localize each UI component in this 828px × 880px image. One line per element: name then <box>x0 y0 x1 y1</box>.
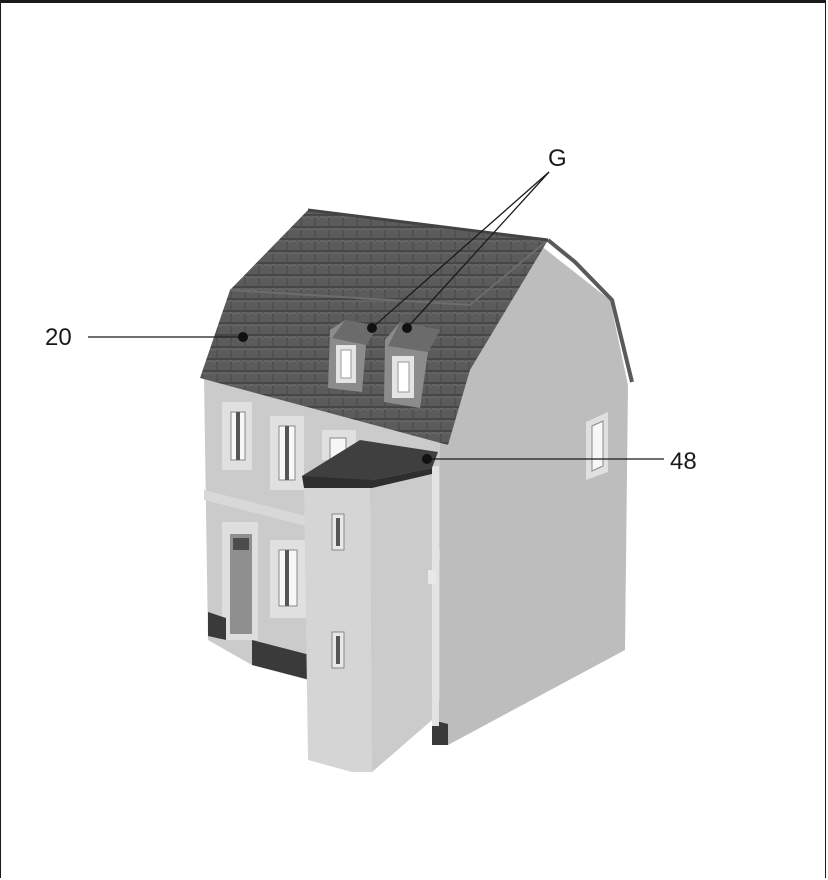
annex <box>304 466 439 772</box>
callout-label-roof: 20 <box>45 324 72 351</box>
callout-label-porch-roof: 48 <box>670 448 697 475</box>
side-wall <box>435 245 628 745</box>
callout-dots <box>238 323 432 464</box>
callout-label-g: G <box>548 145 567 172</box>
plinth <box>208 612 226 640</box>
dormer-right <box>384 322 440 408</box>
front-door <box>222 522 258 640</box>
annex-roof <box>302 440 438 482</box>
callout-lines <box>88 171 664 460</box>
side-window <box>586 412 608 480</box>
dormer-left <box>328 320 378 392</box>
